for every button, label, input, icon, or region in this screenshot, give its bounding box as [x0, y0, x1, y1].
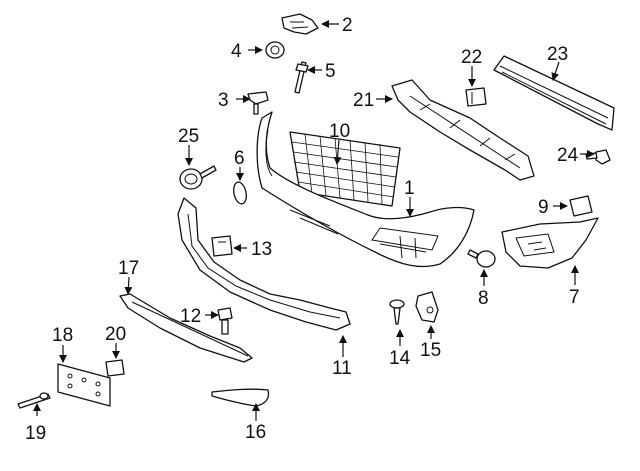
- part-20-clip: [105, 359, 125, 377]
- part-21-absorber: [391, 79, 535, 181]
- part-9-clip: [569, 195, 593, 217]
- part-18-license-bracket: [57, 363, 111, 407]
- part-11-valance: [177, 197, 351, 331]
- part-22-nut: [465, 87, 487, 107]
- callout-12: 12: [180, 306, 201, 327]
- part-17-deflector: [119, 293, 253, 363]
- callout-21: 21: [353, 90, 374, 111]
- part-25-sensor: [179, 165, 217, 190]
- callout-20: 20: [105, 324, 126, 345]
- callout-22: 22: [461, 47, 482, 68]
- callout-24: 24: [557, 145, 579, 166]
- callout-14: 14: [389, 348, 411, 369]
- part-4-grommet: [265, 41, 285, 59]
- callout-25: 25: [178, 126, 199, 147]
- callout-4: 4: [231, 41, 242, 62]
- part-15-bracket: [415, 291, 439, 323]
- callout-18: 18: [52, 325, 73, 346]
- callout-2: 2: [342, 15, 353, 36]
- callout-9: 9: [538, 197, 549, 218]
- callout-16: 16: [245, 422, 266, 443]
- callout-5: 5: [325, 61, 336, 82]
- callout-10: 10: [329, 121, 350, 142]
- part-13-clip: [211, 235, 233, 257]
- part-23-impact-bar: [493, 55, 615, 131]
- callout-7: 7: [569, 287, 580, 308]
- callout-6: 6: [234, 148, 245, 169]
- callout-1: 1: [404, 178, 415, 199]
- part-2-bracket: [281, 13, 319, 35]
- callout-8: 8: [478, 288, 489, 309]
- callout-11: 11: [332, 358, 352, 379]
- part-5-pin: [294, 61, 309, 94]
- callout-17: 17: [118, 258, 139, 279]
- callout-3: 3: [218, 90, 229, 111]
- callout-13: 13: [251, 239, 272, 260]
- part-3-clip: [247, 91, 269, 115]
- part-8-bolt: [467, 249, 496, 268]
- part-10-grille: [289, 131, 401, 207]
- callout-15: 15: [420, 340, 441, 361]
- part-6-seal: [233, 181, 247, 205]
- leader-lines: [33, 20, 595, 421]
- part-12-bolt: [217, 307, 233, 335]
- part-14-push-pin: [389, 299, 405, 325]
- part-1-bumper-cover: [256, 111, 475, 268]
- part-16-trim: [211, 388, 270, 407]
- callout-labels: 1 2 3 4 5 6 7 8 9 10 11 12 13 14 15 16 1…: [25, 15, 580, 444]
- callout-23: 23: [547, 44, 568, 65]
- callout-19: 19: [25, 423, 46, 444]
- part-7-bezel: [501, 217, 599, 269]
- part-24-bolt: [585, 149, 611, 165]
- part-19-screw: [17, 392, 51, 409]
